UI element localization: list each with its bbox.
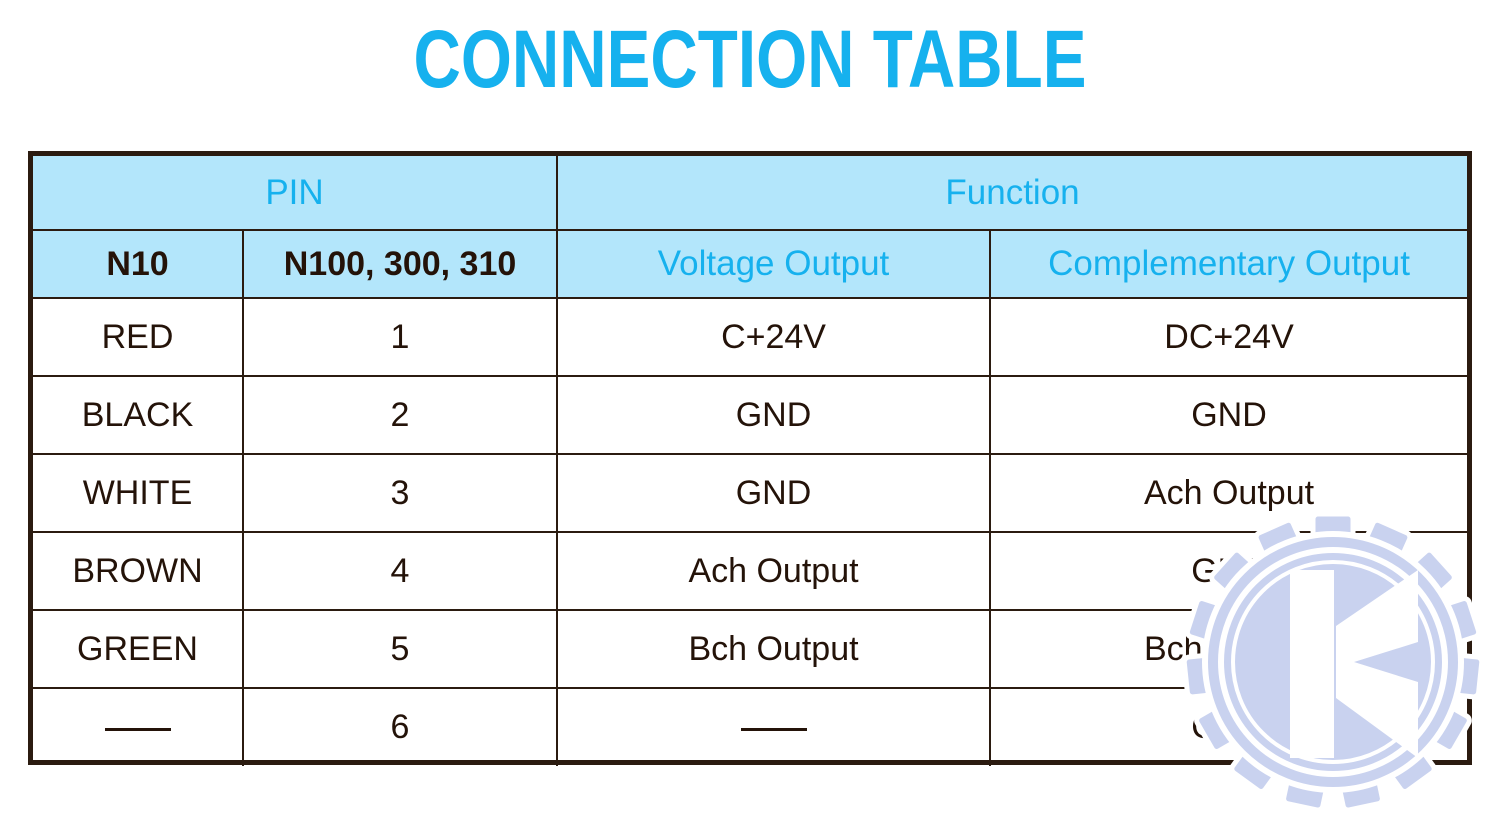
cell-voltage: GND <box>556 375 992 455</box>
table-row: WHITE 3 GND Ach Output <box>33 453 1468 533</box>
empty-dash-icon <box>104 727 171 731</box>
cell-pin-value: 2 <box>390 395 410 434</box>
cell-n10: WHITE <box>33 453 244 533</box>
cell-complementary: Bch Output <box>989 609 1468 689</box>
column-header-complementary-output-label: Complementary Output <box>1048 244 1410 283</box>
cell-pin: 1 <box>241 297 559 377</box>
table-group-header-row: PIN Function <box>33 156 1468 231</box>
column-header-n10-label: N10 <box>106 244 169 283</box>
column-header-n100-label: N100, 300, 310 <box>283 244 517 283</box>
cell-complementary-value: GND <box>1191 551 1267 590</box>
table-column-header-row: N10 N100, 300, 310 Voltage Output Comple… <box>33 229 1468 299</box>
group-header-pin-label: PIN <box>265 172 324 212</box>
cell-n10-value: RED <box>101 317 174 356</box>
cell-complementary-value: GND <box>1191 395 1267 434</box>
connection-table-grid: PIN Function N10 N100, 300, 310 Voltage … <box>33 156 1468 766</box>
cell-voltage: Bch Output <box>556 609 992 689</box>
cell-voltage: Ach Output <box>556 531 992 611</box>
cell-complementary-value: DC+24V <box>1164 317 1294 356</box>
table-row: GREEN 5 Bch Output Bch Output <box>33 609 1468 689</box>
table-row: RED 1 C+24V DC+24V <box>33 297 1468 377</box>
cell-voltage-value: GND <box>735 395 812 434</box>
cell-pin: 4 <box>241 531 559 611</box>
cell-voltage: C+24V <box>556 297 992 377</box>
cell-complementary: GND <box>989 687 1468 766</box>
cell-pin-value: 5 <box>390 629 410 668</box>
cell-voltage <box>556 687 992 766</box>
cell-n10-value: BROWN <box>72 551 203 590</box>
cell-pin-value: 3 <box>390 473 410 512</box>
table-row: BLACK 2 GND GND <box>33 375 1468 455</box>
column-header-voltage-output-label: Voltage Output <box>657 244 890 283</box>
cell-complementary: Ach Output <box>989 453 1468 533</box>
cell-pin: 6 <box>241 687 559 766</box>
cell-n10: BLACK <box>33 375 244 455</box>
empty-dash-icon <box>740 727 807 731</box>
cell-n10: BROWN <box>33 531 244 611</box>
cell-n10: RED <box>33 297 244 377</box>
group-header-pin: PIN <box>33 156 559 231</box>
cell-complementary-value: Ach Output <box>1143 473 1315 512</box>
cell-pin-value: 4 <box>390 551 410 590</box>
cell-n10-value: BLACK <box>81 395 194 434</box>
column-header-complementary-output: Complementary Output <box>989 229 1468 299</box>
cell-complementary-value: GND <box>1191 708 1267 746</box>
cell-complementary: GND <box>989 375 1468 455</box>
cell-voltage: GND <box>556 453 992 533</box>
cell-complementary-value: Bch Output <box>1143 629 1315 668</box>
cell-n10 <box>33 687 244 766</box>
cell-voltage-value: Bch Output <box>688 629 859 668</box>
cell-voltage-value: C+24V <box>721 317 826 356</box>
table-row: BROWN 4 Ach Output GND <box>33 531 1468 611</box>
column-header-voltage-output: Voltage Output <box>556 229 992 299</box>
cell-pin: 3 <box>241 453 559 533</box>
column-header-n10: N10 <box>33 229 244 299</box>
cell-voltage-value: GND <box>735 473 812 512</box>
group-header-function: Function <box>556 156 1468 231</box>
cell-pin-value: 1 <box>390 317 410 356</box>
table-row: 6 GND <box>33 687 1468 766</box>
page-title: CONNECTION TABLE <box>413 14 1087 105</box>
cell-pin: 5 <box>241 609 559 689</box>
cell-pin: 2 <box>241 375 559 455</box>
cell-n10-value: WHITE <box>82 473 193 512</box>
column-header-n100: N100, 300, 310 <box>241 229 559 299</box>
cell-voltage-value: Ach Output <box>688 551 859 590</box>
cell-n10-value: GREEN <box>77 629 198 668</box>
cell-pin-value: 6 <box>390 708 410 746</box>
group-header-function-label: Function <box>945 172 1080 212</box>
cell-complementary: GND <box>989 531 1468 611</box>
cell-complementary: DC+24V <box>989 297 1468 377</box>
connection-table: PIN Function N10 N100, 300, 310 Voltage … <box>28 151 1472 766</box>
cell-n10: GREEN <box>33 609 244 689</box>
